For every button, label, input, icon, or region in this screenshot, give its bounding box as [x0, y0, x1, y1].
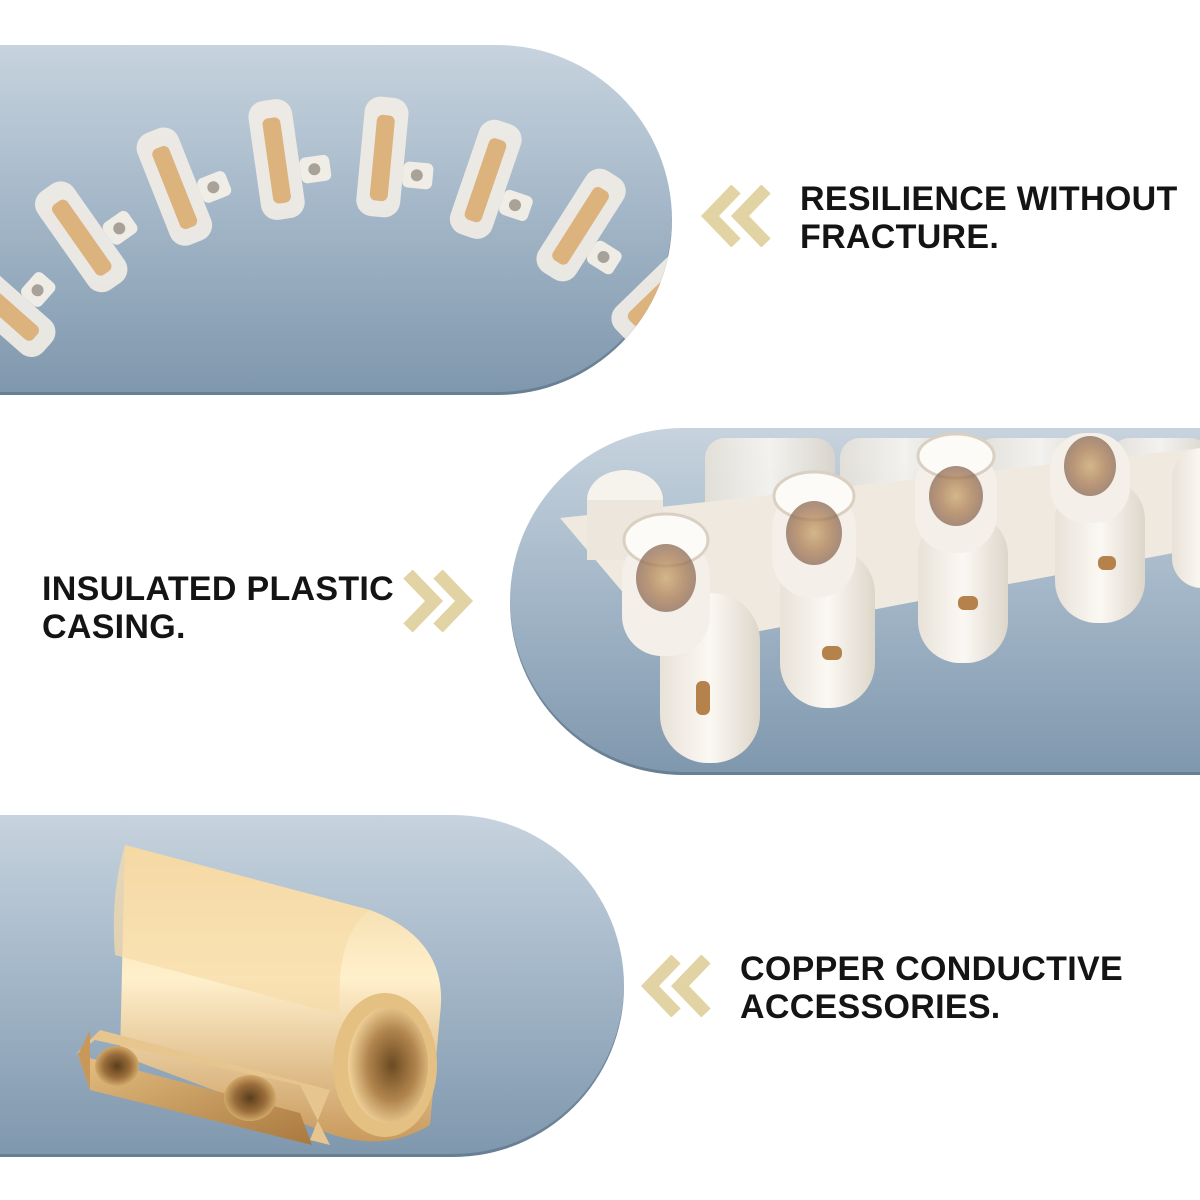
double-chevron-right-icon	[403, 570, 474, 632]
terminal-segment	[34, 181, 138, 293]
terminal-segment	[248, 99, 332, 220]
terminal-strip-arc-photo	[0, 45, 672, 395]
terminal-segment	[0, 257, 56, 357]
brass-connector-photo	[0, 815, 624, 1157]
terminal-segment	[136, 127, 232, 246]
double-chevron-left-icon	[640, 955, 711, 1017]
terminal-segment	[449, 119, 533, 239]
terminal-strip-arc-image	[0, 96, 672, 395]
terminal-block-image	[560, 432, 1200, 763]
terminal-block-photo	[510, 428, 1200, 775]
resilience-caption: RESILIENCE WITHOUT FRACTURE.	[800, 180, 1178, 256]
double-chevron-left-icon	[700, 185, 771, 247]
brass-connector-image	[75, 845, 442, 1145]
copper-accessories-caption: COPPER CONDUCTIVE ACCESSORIES.	[740, 950, 1123, 1026]
terminal-segment	[356, 96, 434, 218]
insulated-casing-caption: INSULATED PLASTIC CASING.	[42, 570, 395, 646]
terminal-segment	[536, 168, 626, 282]
terminal-segment	[611, 240, 672, 347]
